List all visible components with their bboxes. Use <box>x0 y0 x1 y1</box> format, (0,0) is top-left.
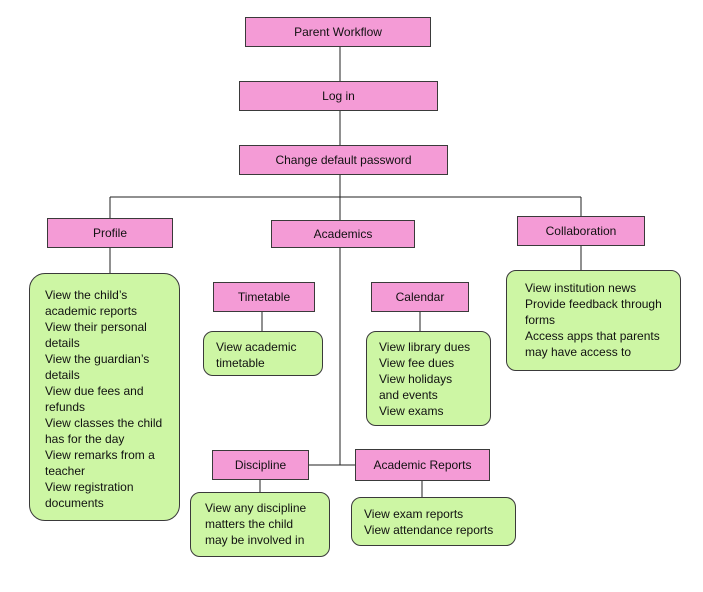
calendar-detail-line: View library dues <box>379 340 471 354</box>
collaboration-detail-line: Provide feedback through <box>525 297 662 311</box>
profile-detail-line: View the child’s <box>45 288 128 302</box>
profile-detail-line: teacher <box>45 464 86 478</box>
node-timetable: Timetable <box>213 282 315 312</box>
profile-detail-line: refunds <box>45 400 86 414</box>
calendar-detail-line: View exams <box>379 404 444 418</box>
profile-detail-line: has for the day <box>45 432 125 446</box>
profile-detail-line: View their personal <box>45 320 147 334</box>
collaboration-detail-line: View institution news <box>525 281 637 295</box>
profile-detail-line: documents <box>45 496 104 510</box>
profile-details-box: View the child’s academic reports View t… <box>29 273 180 521</box>
node-discipline: Discipline <box>212 450 309 480</box>
node-calendar: Calendar <box>371 282 469 312</box>
profile-detail-line: View the guardian’s <box>45 352 150 366</box>
node-log-in: Log in <box>239 81 438 111</box>
discipline-detail-line: may be involved in <box>205 533 305 547</box>
profile-detail-line: details <box>45 368 80 382</box>
profile-detail-line: View classes the child <box>45 416 163 430</box>
discipline-detail-line: matters the child <box>205 517 294 531</box>
collaboration-details-box: View institution news Provide feedback t… <box>506 270 681 371</box>
calendar-details-box: View library dues View fee dues View hol… <box>366 331 491 426</box>
calendar-detail-line: and events <box>379 388 438 402</box>
academic-reports-detail-line: View attendance reports <box>364 523 494 537</box>
profile-detail-line: academic reports <box>45 304 138 318</box>
profile-detail-line: View registration <box>45 480 134 494</box>
node-academic-reports: Academic Reports <box>355 449 490 481</box>
timetable-detail-line: timetable <box>216 356 265 370</box>
timetable-details-box: View academic timetable <box>203 331 323 376</box>
academic-reports-details-box: View exam reports View attendance report… <box>351 497 516 546</box>
discipline-detail-line: View any discipline <box>205 501 307 515</box>
collaboration-detail-line: may have access to <box>525 345 632 359</box>
calendar-detail-line: View fee dues <box>379 356 455 370</box>
node-change-default-password: Change default password <box>239 145 448 175</box>
node-profile: Profile <box>47 218 173 248</box>
profile-detail-line: details <box>45 336 80 350</box>
collaboration-detail-line: forms <box>525 313 555 327</box>
profile-detail-line: View remarks from a <box>45 448 155 462</box>
node-academics: Academics <box>271 220 415 248</box>
academic-reports-detail-line: View exam reports <box>364 507 464 521</box>
node-parent-workflow: Parent Workflow <box>245 17 431 47</box>
profile-detail-line: View due fees and <box>45 384 144 398</box>
discipline-details-box: View any discipline matters the child ma… <box>190 492 330 557</box>
timetable-detail-line: View academic <box>216 340 297 354</box>
calendar-detail-line: View holidays <box>379 372 453 386</box>
node-collaboration: Collaboration <box>517 216 645 246</box>
collaboration-detail-line: Access apps that parents <box>525 329 660 343</box>
